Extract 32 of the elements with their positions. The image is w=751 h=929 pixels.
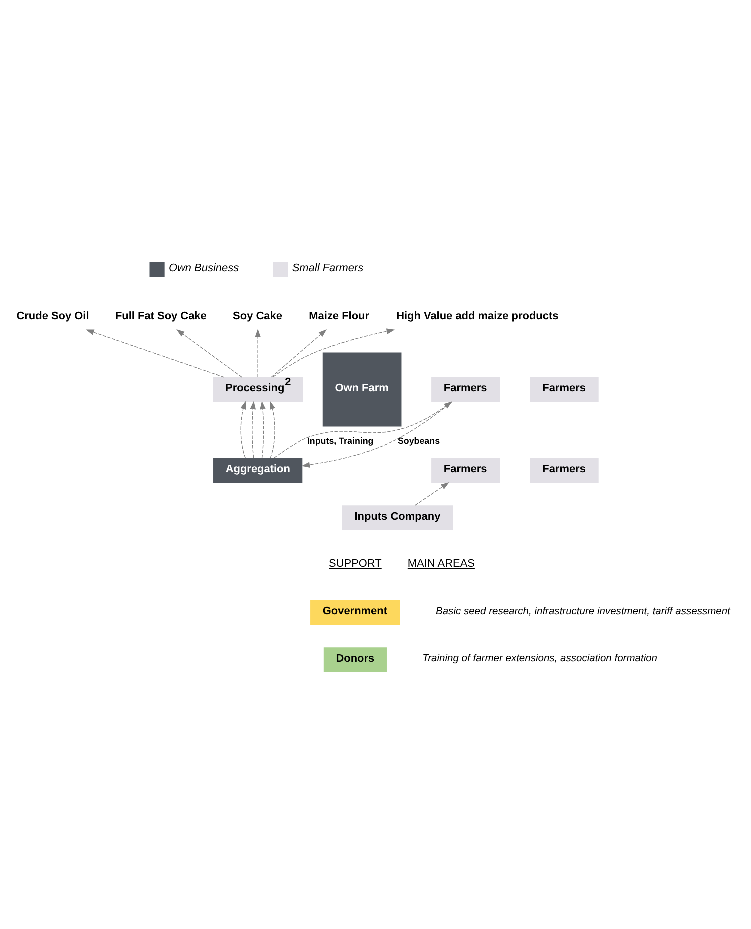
arrow xyxy=(272,328,396,378)
legend-label: Own Business xyxy=(168,262,240,275)
node-text: Soy Cake xyxy=(233,310,282,323)
arrow xyxy=(176,330,242,378)
label: SUPPORT xyxy=(329,558,382,570)
node-box: Government xyxy=(310,600,400,625)
node-box: Farmers xyxy=(530,458,599,484)
node-label: Training of farmer extensions, association formation xyxy=(422,654,658,665)
arrow xyxy=(255,329,261,378)
node-text: High Value add maize products xyxy=(396,310,559,323)
node-box: Farmers xyxy=(432,377,500,402)
edge-label: Inputs, Training xyxy=(307,436,374,446)
arrow xyxy=(86,330,225,378)
arrow xyxy=(414,482,450,506)
node-text: Maize Flour xyxy=(309,310,370,323)
legend-label: Small Farmers xyxy=(292,262,364,275)
arrow xyxy=(270,401,276,459)
edge-label: Soybeans xyxy=(398,436,440,446)
node-text: Full Fat Soy Cake xyxy=(115,310,207,323)
node-label: Basic seed research, infrastructure investment, tariff assessment xyxy=(436,606,730,618)
node-box: Own Farm xyxy=(322,352,402,427)
node-box: Farmers xyxy=(530,377,599,402)
node-box: Donors xyxy=(324,648,387,672)
arrow xyxy=(260,401,266,459)
arrow xyxy=(250,401,256,459)
arrow xyxy=(240,401,246,459)
arrow xyxy=(271,329,327,378)
node-box: Farmers xyxy=(432,458,500,484)
node-text: Crude Soy Oil xyxy=(16,310,90,323)
node-box: Aggregation xyxy=(214,458,303,484)
label: MAIN AREAS xyxy=(408,558,475,570)
node-box: Inputs Company xyxy=(342,506,454,530)
